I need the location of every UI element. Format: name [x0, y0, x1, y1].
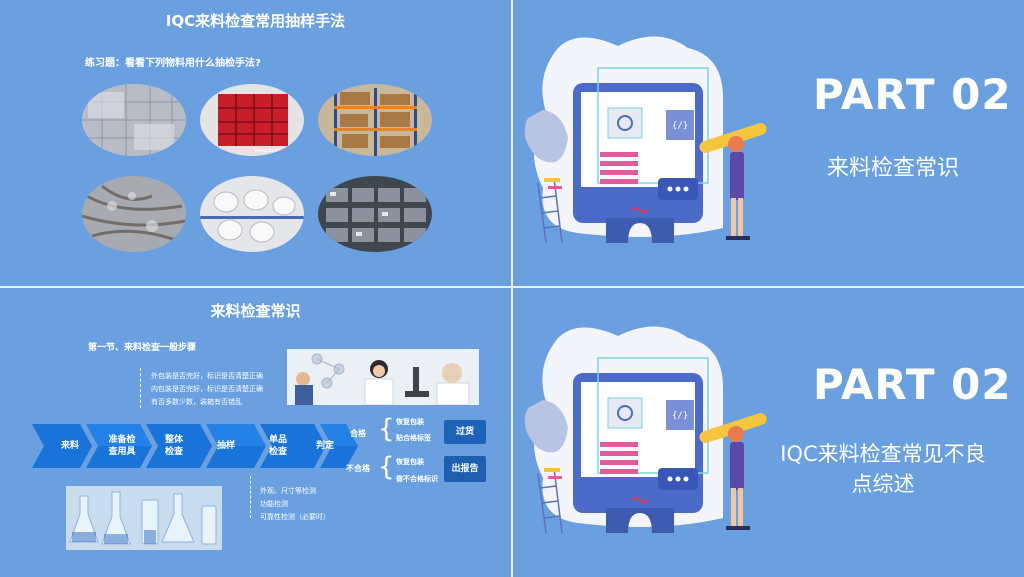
pass-brace: {	[378, 414, 395, 444]
fail-brace: {	[378, 452, 395, 482]
photo-glassware	[66, 486, 222, 550]
section-heading: 第一节、来料检查一般步骤	[88, 343, 197, 353]
pass-action-2: 贴合格标签	[396, 434, 431, 442]
fail-action-2: 做不合格标识	[396, 475, 438, 483]
step-incoming: 来料	[60, 441, 79, 451]
note-top-2: 内包装是否完好，标识是否清楚正确	[151, 385, 263, 393]
note-bottom-3: 可靠性检测（必要时）	[260, 513, 330, 521]
step-sampling: 抽样	[216, 441, 235, 451]
process-chevrons	[32, 424, 358, 468]
slide-2[interactable]: {/} PART 02 来料检查常识	[513, 0, 1024, 286]
step-prepare-tools: 准备检 查用具	[108, 435, 136, 457]
photo-white-reels	[200, 176, 304, 252]
svg-text:{/}: {/}	[672, 121, 688, 131]
report-button[interactable]: 出报告	[444, 456, 486, 482]
computer-illustration-2: {/}	[524, 326, 767, 534]
fail-action-1: 恢复包装	[396, 458, 424, 466]
fail-label: 不合格	[346, 464, 370, 473]
part-subtitle: 来料检查常识	[826, 156, 959, 181]
slide-3[interactable]: 来料检查常识 第一节、来料检查一般步骤 外包装是否完好，标识是否清楚正确 内包装…	[0, 288, 511, 577]
step-overall-check: 整体 检查	[164, 435, 183, 457]
note-top-1: 外包装是否完好，标识是否清楚正确	[151, 372, 263, 380]
slide-1[interactable]: IQC来料检查常用抽样手法 练习题：看看下列物料用什么抽检手法? Www.bao…	[0, 0, 511, 286]
photo-storage-bins	[318, 176, 432, 252]
photo-glass-tubes	[82, 176, 186, 252]
note-bottom-2: 功能检测	[260, 500, 288, 508]
step-unit-check: 单品 检查	[268, 435, 287, 457]
pass-label: 合格	[350, 429, 366, 438]
photo-watermark: Www.baoxian	[254, 148, 288, 154]
computer-illustration: {/}	[524, 36, 767, 244]
part-subtitle-2-line-2: 点综述	[851, 472, 915, 496]
svg-text:{/}: {/}	[672, 411, 688, 421]
slide-3-title: 来料检查常识	[210, 302, 301, 320]
part-subtitle-2-line-1: IQC来料检查常见不良	[780, 442, 986, 466]
pass-button[interactable]: 过货	[444, 420, 486, 444]
connector-line	[140, 368, 142, 408]
photo-red-shelves: Www.baoxian	[200, 84, 304, 156]
photo-lab-scientists	[287, 349, 479, 405]
part-heading-2: PART 02	[813, 360, 1012, 409]
connector-line-bottom	[250, 476, 252, 518]
photo-plastic-crates	[82, 84, 186, 156]
step-judgement: 判定	[315, 441, 334, 451]
slide-1-title: IQC来料检查常用抽样手法	[165, 12, 346, 30]
practice-question: 练习题：看看下列物料用什么抽检手法?	[85, 58, 261, 69]
part-heading: PART 02	[813, 70, 1012, 119]
note-bottom-1: 外观、尺寸等检测	[260, 487, 316, 495]
photo-warehouse-racks	[318, 84, 432, 156]
slide-4[interactable]: {/} PART 02 IQC来料检查常见不良 点综述	[513, 288, 1024, 577]
note-top-3: 有否多数少数，装箱有否错乱	[151, 398, 242, 406]
pass-action-1: 恢复包装	[396, 418, 424, 426]
